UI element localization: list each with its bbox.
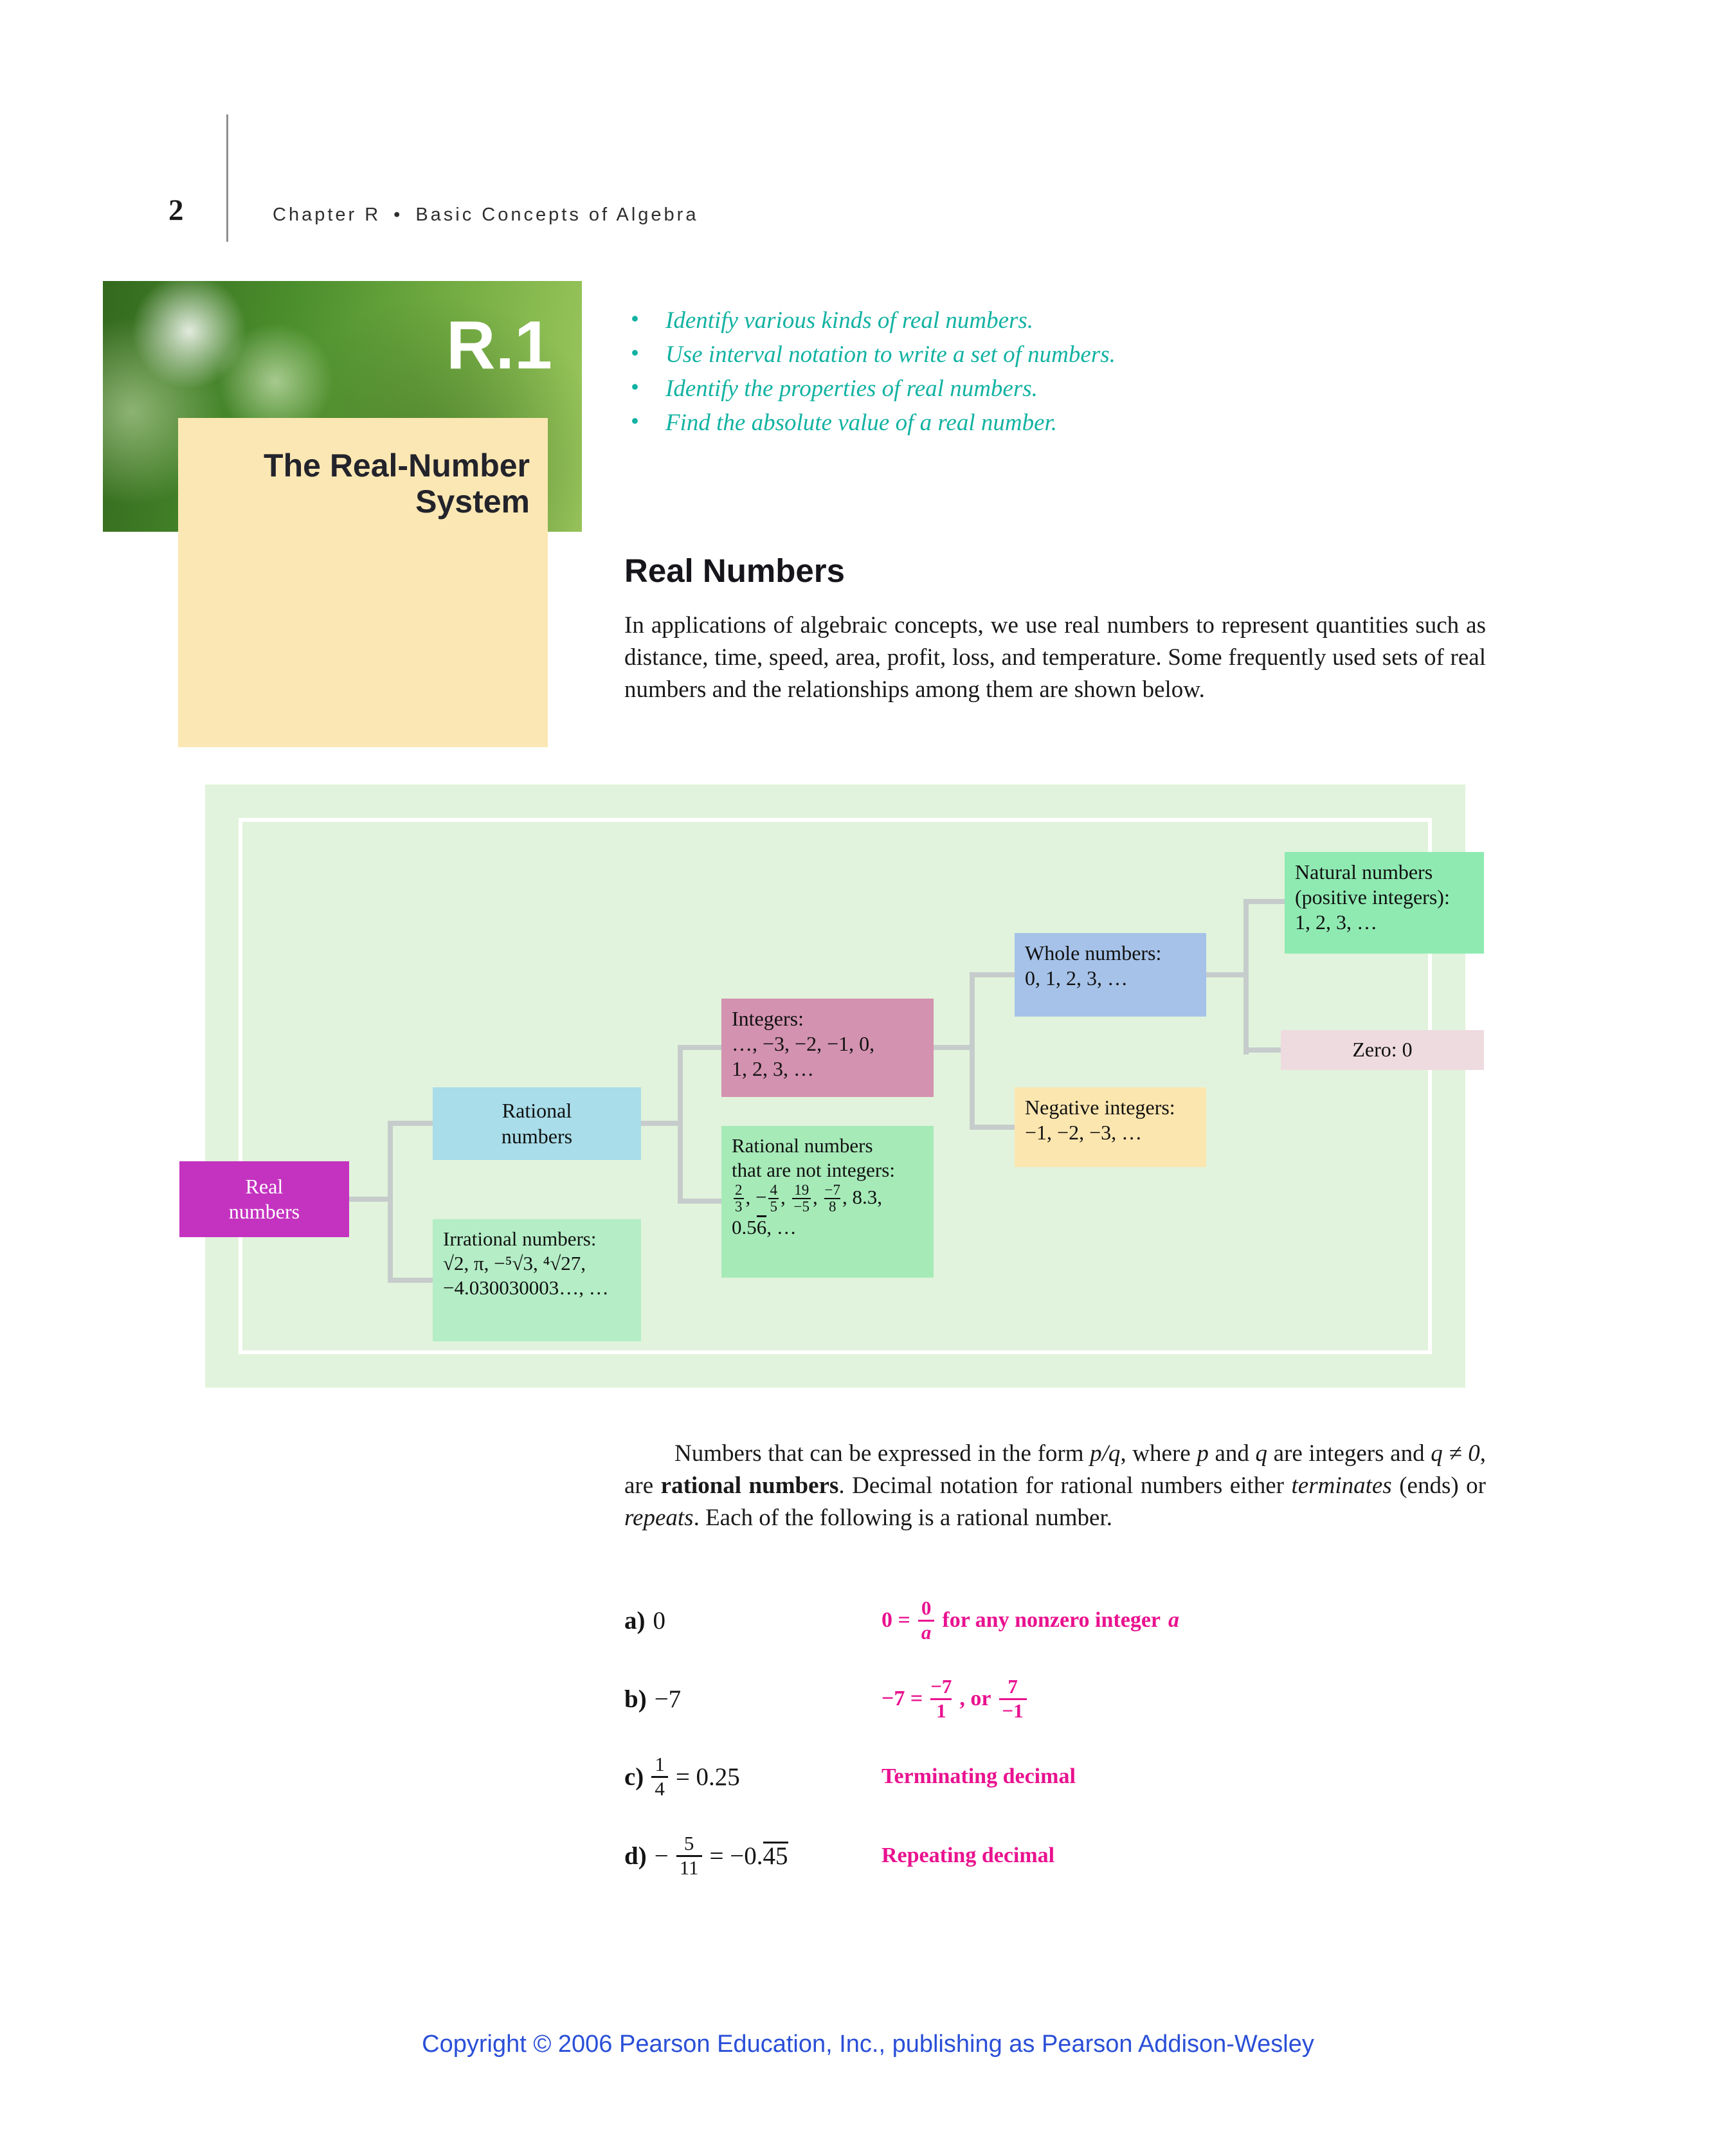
node-zero: Zero: 0 xyxy=(1281,1030,1484,1070)
node-text: −4.030030003…, … xyxy=(443,1276,609,1299)
header-divider xyxy=(226,114,228,242)
node-negative-integers: Negative integers: −1, −2, −3, … xyxy=(1015,1087,1206,1167)
section-title-line1: The Real-Number xyxy=(264,448,530,484)
example-b-expression: b)−7 xyxy=(624,1685,682,1713)
node-text: 1, 2, 3, … xyxy=(1295,910,1377,934)
connector-line xyxy=(349,1197,393,1202)
node-text: Irrational numbers: xyxy=(443,1228,597,1250)
node-irrational-numbers: Irrational numbers: √2, π, −⁵√3, ⁴√27, −… xyxy=(433,1219,641,1341)
connector-line xyxy=(641,1121,683,1126)
objectives-list: Identify various kinds of real numbers. … xyxy=(627,302,1334,440)
objective-item: Use interval notation to write a set of … xyxy=(627,336,1334,372)
node-natural-numbers: Natural numbers (positive integers): 1, … xyxy=(1285,852,1484,954)
section-title: The Real-Number System xyxy=(178,448,530,520)
node-text: Whole numbers: xyxy=(1025,941,1162,965)
intro-paragraph: In applications of algebraic concepts, w… xyxy=(624,612,1486,703)
objective-item: Identify the properties of real numbers. xyxy=(627,370,1334,406)
node-rational-numbers: Rational numbers xyxy=(433,1087,641,1160)
node-text: numbers xyxy=(501,1124,573,1148)
connector-line xyxy=(1243,899,1285,904)
rni-decimal: 0.56, … xyxy=(732,1215,797,1239)
node-text: …, −3, −2, −1, 0, xyxy=(732,1032,875,1056)
connector-line xyxy=(1243,1047,1281,1053)
node-text: 0, 1, 2, 3, … xyxy=(1025,966,1128,990)
node-text: Rational xyxy=(502,1099,572,1123)
section-title-line2: System xyxy=(415,484,530,520)
node-text: Zero: 0 xyxy=(1352,1038,1413,1062)
objective-item: Identify various kinds of real numbers. xyxy=(627,302,1334,338)
number-sets-diagram: Real numbers Rational numbers Irrational… xyxy=(179,784,1484,1388)
node-text: Integers: xyxy=(732,1007,804,1030)
page-number: 2 xyxy=(168,194,184,227)
node-text: Natural numbers xyxy=(1295,860,1433,883)
example-a-expression: a)0 xyxy=(624,1606,665,1635)
node-text: that are not integers: xyxy=(732,1158,895,1181)
node-real-numbers: Real numbers xyxy=(179,1161,349,1237)
connector-line xyxy=(970,972,1015,977)
node-text: Negative integers: xyxy=(1025,1096,1175,1119)
section-number: R.1 xyxy=(446,307,552,383)
node-whole-numbers: Whole numbers: 0, 1, 2, 3, … xyxy=(1015,933,1206,1017)
node-rational-non-integers: Rational numbers that are not integers: … xyxy=(721,1126,934,1278)
running-head-separator: • xyxy=(393,204,403,225)
connector-line xyxy=(970,1125,1015,1130)
connector-line xyxy=(388,1121,433,1126)
section-title-box: The Real-Number System xyxy=(178,418,548,747)
connector-line xyxy=(1243,899,1249,1055)
connector-line xyxy=(1206,972,1249,977)
connector-line xyxy=(678,1199,721,1204)
connector-line xyxy=(678,1045,721,1050)
node-text: √2, π, −⁵√3, ⁴√27, xyxy=(443,1251,586,1274)
connector-line xyxy=(678,1045,683,1204)
node-text: Rational numbers xyxy=(732,1134,873,1157)
node-integers: Integers: …, −3, −2, −1, 0, 1, 2, 3, … xyxy=(721,999,934,1097)
copyright-footer: Copyright © 2006 Pearson Education, Inc.… xyxy=(422,2031,1314,2058)
node-text: Real xyxy=(245,1174,284,1198)
connector-line xyxy=(388,1278,433,1283)
connector-line xyxy=(970,972,975,1130)
rational-paragraph: Numbers that can be expressed in the for… xyxy=(624,1440,1487,1531)
node-text: (positive integers): xyxy=(1295,885,1450,909)
running-head: Chapter R • Basic Concepts of Algebra xyxy=(273,204,698,226)
running-head-title: Basic Concepts of Algebra xyxy=(415,204,699,225)
node-text: 1, 2, 3, … xyxy=(732,1057,814,1081)
connector-line xyxy=(934,1045,975,1050)
section-heading: Real Numbers xyxy=(624,552,845,589)
node-text: −1, −2, −3, … xyxy=(1025,1121,1143,1145)
example-c-annotation: Terminating decimal xyxy=(882,1764,1076,1788)
running-head-chapter: Chapter R xyxy=(273,204,381,225)
example-d-annotation: Repeating decimal xyxy=(882,1844,1055,1867)
connector-line xyxy=(388,1121,393,1283)
objective-item: Find the absolute value of a real number… xyxy=(627,404,1334,440)
diagram-inner-border xyxy=(239,818,1432,1354)
node-text: numbers xyxy=(228,1200,300,1223)
